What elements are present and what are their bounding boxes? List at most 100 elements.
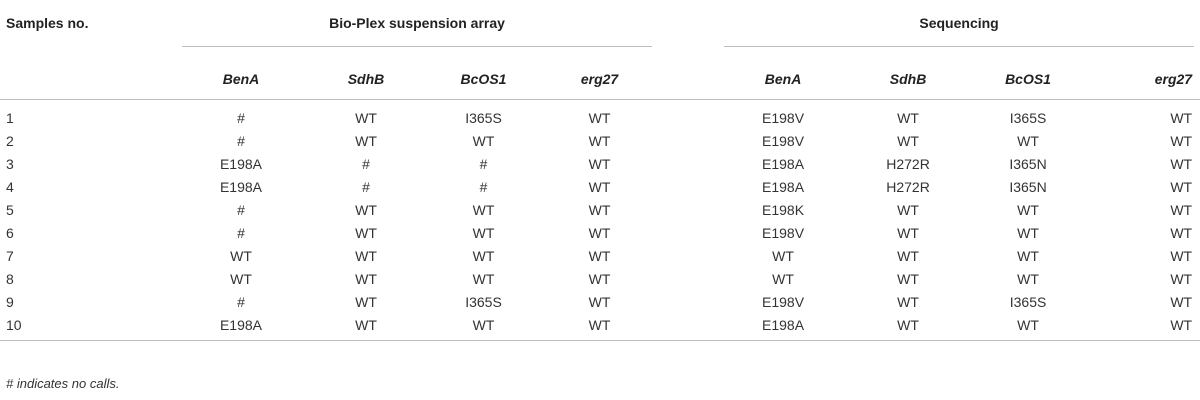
table-cell: WT xyxy=(472,270,495,287)
table-cell: # xyxy=(237,201,245,218)
table-cell: WT xyxy=(1170,247,1193,264)
table-cell: E198A xyxy=(219,155,263,172)
table-cell: WT xyxy=(230,270,252,287)
table-cell: # xyxy=(362,178,370,195)
sample-number-cell: 5 xyxy=(6,201,14,218)
sample-number-cell: 9 xyxy=(6,293,14,310)
table-cell: WT xyxy=(772,270,794,287)
sample-number-cell: 2 xyxy=(6,132,14,149)
column-header: BcOS1 xyxy=(426,59,541,100)
table-cell: WT xyxy=(897,132,919,149)
table-cell: WT xyxy=(1017,201,1039,218)
table-cell: # xyxy=(479,178,488,195)
table-cell: WT xyxy=(306,313,426,341)
table-cell: E198V xyxy=(762,132,805,149)
table-cell: # xyxy=(237,109,245,126)
table-cell: E198A xyxy=(762,155,805,172)
table-body: 1 # WT I365S WT E198V WT I365S WT 2 # WT WT WT E198V WT… xyxy=(0,100,1200,341)
table-cell: WT xyxy=(355,109,377,126)
table-cell: E198K xyxy=(762,201,805,218)
table-cell: WT xyxy=(897,247,919,264)
table-cell: WT xyxy=(897,270,919,287)
table-cell: WT xyxy=(1017,224,1039,241)
table-cell: # xyxy=(237,132,245,149)
table-cell: WT xyxy=(588,155,611,172)
table-cell: WT xyxy=(1170,132,1193,149)
table-cell: WT xyxy=(588,247,611,264)
samples-column-header: Samples no. xyxy=(6,15,89,31)
table-cell: WT xyxy=(897,293,919,310)
table-cell: WT xyxy=(355,293,377,310)
results-table: Samples no. Bio-Plex suspension array Se… xyxy=(0,4,1200,341)
table-row: 5 # WT WT WT E198K WT WT WT xyxy=(0,198,1200,221)
sample-number-cell: 4 xyxy=(6,178,14,195)
table-cell: E198V xyxy=(762,293,805,310)
table-cell: WT xyxy=(355,201,377,218)
sample-number-cell: 3 xyxy=(6,155,14,172)
table-cell: I365S xyxy=(1009,293,1047,310)
column-header: BenA xyxy=(718,59,849,100)
table-cell: I365S xyxy=(1009,109,1047,126)
table-cell: E198A xyxy=(718,313,849,341)
group-label: Sequencing xyxy=(724,15,1195,47)
table-cell: I365S xyxy=(465,109,502,126)
table-cell: # xyxy=(237,293,245,310)
table-cell: WT xyxy=(230,247,252,264)
table-cell: WT xyxy=(355,132,377,149)
header-group-row: Samples no. Bio-Plex suspension array Se… xyxy=(0,4,1200,59)
sample-number-cell: 1 xyxy=(6,109,14,126)
table-cell: WT xyxy=(355,224,377,241)
header-sub-row: BenA SdhB BcOS1 erg27 BenA SdhB BcOS1 er… xyxy=(0,59,1200,100)
table-cell: WT xyxy=(541,313,659,341)
table-footnote: # indicates no calls. xyxy=(6,376,120,391)
column-header: BcOS1 xyxy=(968,59,1089,100)
table-cell: WT xyxy=(588,201,611,218)
table-cell: E198A xyxy=(219,178,263,195)
table-cell: WT xyxy=(472,201,495,218)
table-cell: # xyxy=(479,155,488,172)
table-cell: WT xyxy=(1170,293,1193,310)
table-cell: WT xyxy=(897,201,919,218)
table-cell: E198A xyxy=(762,178,805,195)
column-header: SdhB xyxy=(848,59,969,100)
table-cell: WT xyxy=(1017,270,1039,287)
table-cell: H272R xyxy=(886,155,930,172)
table-cell: WT xyxy=(472,247,495,264)
table-cell: WT xyxy=(355,247,377,264)
table-cell: WT xyxy=(1017,132,1039,149)
table-cell: WT xyxy=(588,224,611,241)
table-cell: E198A xyxy=(176,313,306,341)
table-cell: # xyxy=(237,224,245,241)
table-cell: WT xyxy=(588,109,611,126)
table-cell: WT xyxy=(1088,313,1200,341)
table-cell: E198V xyxy=(762,109,805,126)
table-cell: E198V xyxy=(762,224,805,241)
table-cell: I365N xyxy=(1009,155,1047,172)
table-cell: WT xyxy=(426,313,541,341)
sample-number-cell: 6 xyxy=(6,224,14,241)
column-header: SdhB xyxy=(306,59,426,100)
table-cell: # xyxy=(362,155,370,172)
column-header: BenA xyxy=(176,59,306,100)
column-header: erg27 xyxy=(541,59,659,100)
table-cell: WT xyxy=(1170,178,1193,195)
table-cell: WT xyxy=(1170,201,1193,218)
table-cell: H272R xyxy=(886,178,930,195)
table-cell: WT xyxy=(588,178,611,195)
group-header-sequencing: Sequencing xyxy=(718,4,1200,59)
table-cell: WT xyxy=(1170,270,1193,287)
group-label: Bio-Plex suspension array xyxy=(182,15,653,47)
column-header: erg27 xyxy=(1088,59,1200,100)
table-cell: WT xyxy=(1170,109,1193,126)
table-cell: WT xyxy=(1170,224,1193,241)
table-cell: WT xyxy=(472,224,495,241)
table-cell: WT xyxy=(848,313,969,341)
